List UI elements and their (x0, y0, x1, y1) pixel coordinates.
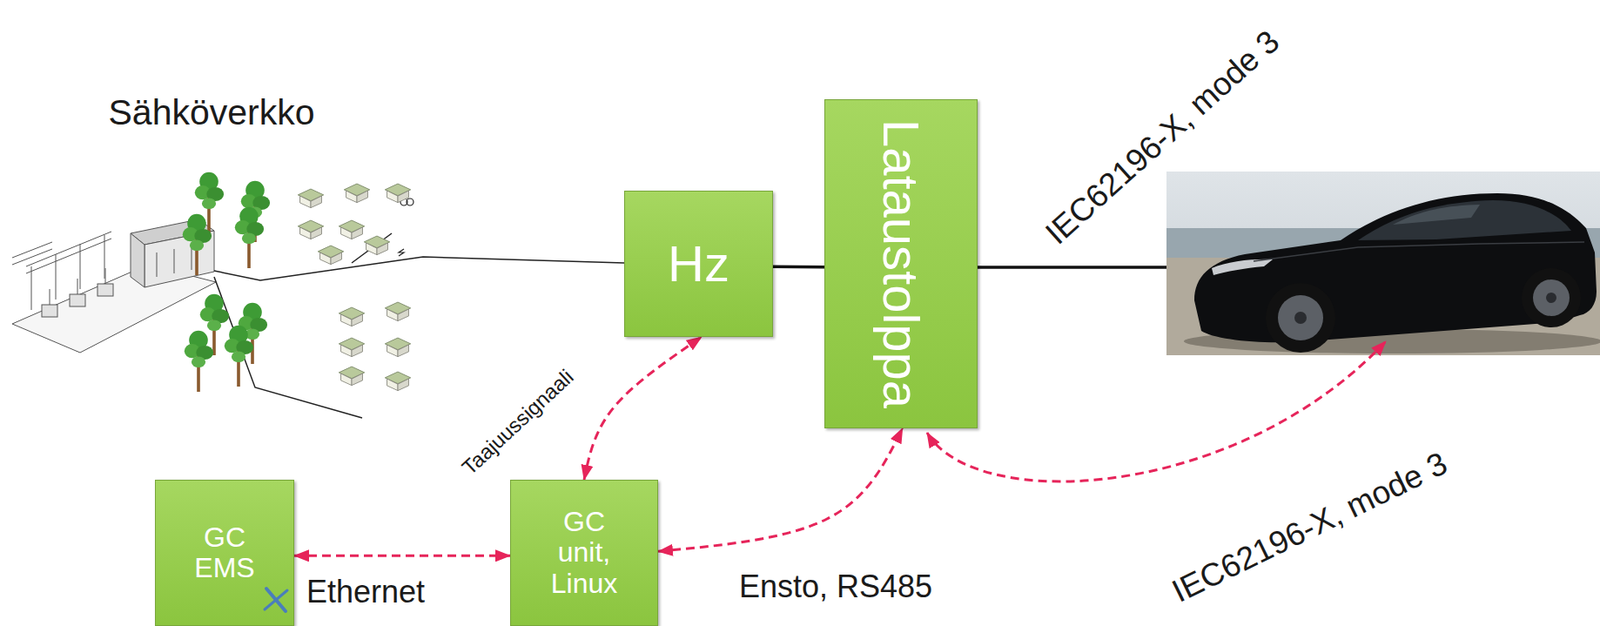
connector-label: Ethernet (306, 574, 425, 610)
house (384, 183, 411, 203)
building-detail (156, 252, 158, 277)
tree (224, 325, 254, 387)
house (363, 235, 390, 256)
transformer (69, 294, 86, 307)
car-body (1194, 193, 1597, 343)
node-text: Lataustolppa (875, 119, 927, 409)
building-detail (174, 248, 175, 274)
feeder-line (214, 256, 625, 281)
headlight (1211, 259, 1273, 276)
charging-cable (977, 265, 1167, 269)
pilot-link (927, 341, 1386, 482)
house (297, 220, 323, 240)
busbar (26, 238, 112, 274)
wheel-rim (1532, 279, 1570, 316)
substation-building (130, 233, 145, 288)
standard-label: IEC62196-X, mode 3 (1039, 23, 1287, 251)
connector-label: Ensto, RS485 (739, 569, 933, 605)
gantry (31, 266, 33, 310)
tree (184, 330, 214, 392)
feeder-line (214, 276, 363, 418)
node-text: GC unit, Linux (538, 506, 631, 599)
node-text: GC EMS (179, 522, 271, 584)
house (317, 245, 343, 265)
rear-wheel (1521, 268, 1581, 328)
frequency-meter-box: Hz (624, 190, 774, 337)
house (343, 183, 370, 203)
pole-symbol (398, 248, 404, 256)
window-reflection (1392, 204, 1480, 225)
transformer (97, 283, 114, 296)
house (297, 188, 323, 209)
car-photo (1166, 171, 1600, 356)
cross-mark (264, 590, 288, 610)
wheel-hub (1546, 292, 1557, 303)
house (384, 371, 411, 391)
house (338, 307, 364, 327)
car-window (1357, 200, 1572, 241)
branch-line (351, 233, 392, 263)
trees (182, 172, 270, 392)
connector (658, 428, 903, 552)
tree (182, 214, 212, 276)
connector (294, 554, 511, 558)
node-text: Hz (667, 235, 730, 292)
wire (105, 268, 107, 284)
wheel-hub (1294, 311, 1307, 324)
house (338, 366, 364, 386)
house (338, 220, 364, 240)
cross-mark (266, 588, 286, 612)
wire (12, 242, 53, 258)
standard-label: IEC62196-X, mode 3 (1167, 445, 1453, 610)
house (338, 337, 364, 357)
tree (235, 207, 264, 269)
houses (297, 183, 411, 391)
house (384, 302, 411, 322)
house (384, 337, 411, 357)
front-wheel (1265, 282, 1336, 353)
controller-box: GC EMS (154, 479, 295, 626)
transformer (41, 304, 58, 317)
pole-symbol (406, 198, 414, 206)
connector (773, 265, 825, 269)
body-line (1253, 242, 1585, 262)
gantry (80, 243, 81, 290)
wire (12, 248, 53, 265)
wire (49, 289, 51, 305)
busbar (26, 231, 112, 267)
connector-label: Taajuussignaali (457, 365, 579, 480)
wire (77, 278, 79, 295)
controller-box: GC unit, Linux (510, 479, 659, 626)
region-label: Sähköverkko (108, 93, 316, 133)
wheel-rim (1277, 295, 1324, 341)
connector (584, 336, 702, 480)
photo-sky (1166, 171, 1600, 356)
charging-post-box: Lataustolppa (824, 99, 978, 429)
